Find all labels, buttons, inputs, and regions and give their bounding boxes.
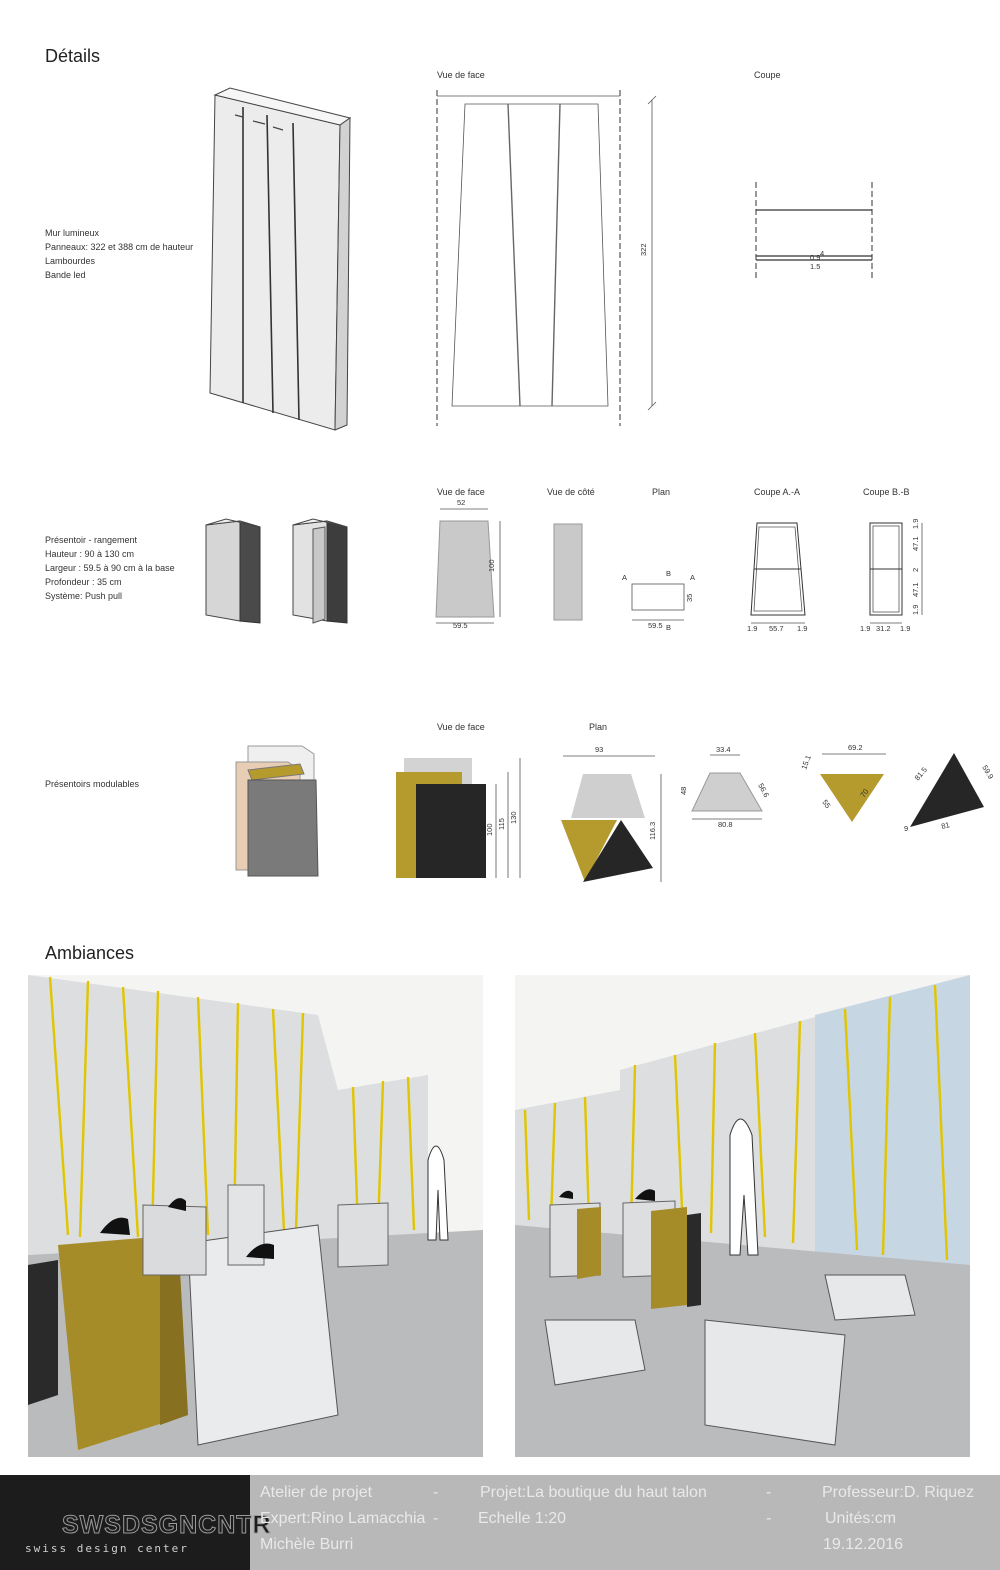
presentoir-front-top-dim: 52 [457,498,465,507]
footer-separator: - [766,1510,772,1527]
mur-description: Mur lumineux Panneaux: 322 et 388 cm de … [45,226,193,282]
module-gold-triangle: 69.2 15.1 55 70 [799,743,886,822]
modulable-front-dim: 115 [497,818,506,830]
modulables-isometric-drawing [235,745,319,877]
presentoir-vue-cote-label: Vue de côté [547,487,595,497]
presentoir-coupe-aa-label: Coupe A.-A [754,487,801,497]
modulable-front-dim: 100 [485,823,494,836]
presentoir-plan-label: Plan [652,487,671,497]
footer-expert: Expert:Rino Lamacchia [260,1510,426,1527]
logo-block: SWSDSGNCNTR swiss design center [0,1475,271,1570]
footer-student: Michèle Burri [260,1536,354,1553]
ambiance-sketch-right [515,975,970,1457]
footer-separator: - [766,1484,772,1501]
footer-atelier: Atelier de projet [260,1484,373,1501]
cut-aa-dim: 1.9 [797,624,807,633]
presentoir-front-bottom-dim: 59.5 [453,621,468,630]
footer-professor: Professeur:D. Riquez [822,1484,975,1501]
cut-bb-dim: 31.2 [876,624,891,633]
modulables-description: Présentoirs modulables [45,779,140,789]
plan-section-a: A [690,573,695,582]
footer-separator: - [433,1484,439,1501]
modulable-plan-width: 93 [595,745,603,754]
footer-separator: - [433,1510,439,1527]
tri-gold-dim: 55 [820,798,832,810]
presentoir-desc-line: Présentoir - rangement [45,535,138,545]
trap-dim: 33.4 [716,745,731,754]
footer-units: Unités:cm [825,1510,897,1527]
mur-cut-dim: 0.9 [810,253,820,262]
presentoir-desc-line: Système: Push pull [45,591,123,601]
ambiance-sketch-left [28,975,483,1457]
cut-bb-dim: 1.9 [900,624,910,633]
cut-bb-v-dim: 47.1 [911,582,920,597]
modulables-plan-label: Plan [589,722,608,732]
modulable-front-dim: 130 [509,811,518,824]
trap-dim: 48 [679,787,688,795]
cut-bb-v-dim: 1.9 [911,519,920,529]
modulable-plan-height: 116.3 [648,822,657,840]
tri-black-dim: 81.5 [913,765,929,782]
tri-black-dim: 9 [904,824,908,833]
mur-desc-line: Lambourdes [45,256,96,266]
cut-bb-v-dim: 2 [911,568,920,572]
presentoir-coupe-bb-label: Coupe B.-B [863,487,910,497]
cut-bb-dim: 1.9 [860,624,870,633]
mur-isometric-drawing [209,87,352,431]
plan-section-a: A [622,573,627,582]
presentoir-desc-line: Profondeur : 35 cm [45,577,122,587]
modulables-plan-view: 93 116.3 [561,745,662,882]
module-trapezoid: 33.4 48 56.6 80.8 [679,745,771,829]
mur-vue-face-label: Vue de face [437,70,485,80]
tri-black-dim: 59.9 [980,764,995,781]
presentoir-desc-line: Largeur : 59.5 à 90 cm à la base [45,563,175,573]
mur-desc-line: Mur lumineux [45,228,100,238]
cut-aa-dim: 1.9 [747,624,757,633]
modulables-front-view: 100 115 130 [396,758,521,878]
presentoir-front-view: 52 100 59.5 [435,498,501,630]
plan-section-b: B [666,623,671,632]
presentoir-cut-bb: 1.9 31.2 1.9 1.9 47.1 2 47.1 1.9 [860,519,923,633]
modulables-vue-face-label: Vue de face [437,722,485,732]
cut-bb-v-dim: 1.9 [911,605,920,615]
mur-desc-line: Panneaux: 322 et 388 cm de hauteur [45,242,194,252]
plan-width-dim: 59.5 [648,621,663,630]
trap-dim: 80.8 [718,820,733,829]
cut-bb-v-dim: 47.1 [911,536,920,551]
plan-depth-dim: 35 [685,594,694,602]
footer-scale: Echelle 1:20 [478,1510,567,1527]
details-title: Détails [45,46,101,66]
mur-front-view: 322 [436,90,657,426]
presentoir-cut-aa: 1.9 55.7 1.9 [747,522,807,633]
tri-gold-dim: 69.2 [848,743,863,752]
mur-desc-line: Bande led [45,270,86,280]
footer-bar: SWSDSGNCNTR swiss design center Atelier … [0,1475,1000,1570]
tri-gold-dim: 15.1 [799,754,812,771]
plan-section-b: B [666,569,671,578]
presentoir-side-view [553,523,583,621]
mur-cut-dim: 1.5 [810,262,820,271]
presentoir-front-height-dim: 100 [487,559,496,572]
trap-dim: 56.6 [756,782,771,799]
presentoir-vue-face-label: Vue de face [437,487,485,497]
cut-aa-dim: 55.7 [769,624,784,633]
tri-gold-dim: 70 [858,787,870,799]
logo-wordmark: SWSDSGNCNTR [62,1511,272,1540]
module-black-triangle: 81.5 59.9 81 9 [904,753,995,833]
mur-height-dim: 322 [639,243,648,256]
presentoir-description: Présentoir - rangement Hauteur : 90 à 13… [45,533,175,603]
mur-cut-dim: 4 [820,249,824,258]
mur-cut-view: 0.9 4 1.5 [755,182,873,280]
ambiances-title: Ambiances [45,943,135,963]
presentoir-desc-line: Hauteur : 90 à 130 cm [45,549,135,559]
mur-coupe-label: Coupe [754,70,781,80]
tri-black-dim: 81 [940,820,950,831]
footer-date: 19.12.2016 [823,1536,904,1553]
presentoir-plan-view: A A B B 35 59.5 [622,569,695,632]
footer-project: Projet:La boutique du haut talon [480,1484,707,1501]
presentoir-isometric-drawing [205,518,348,624]
logo-subtitle: swiss design center [25,1542,189,1555]
